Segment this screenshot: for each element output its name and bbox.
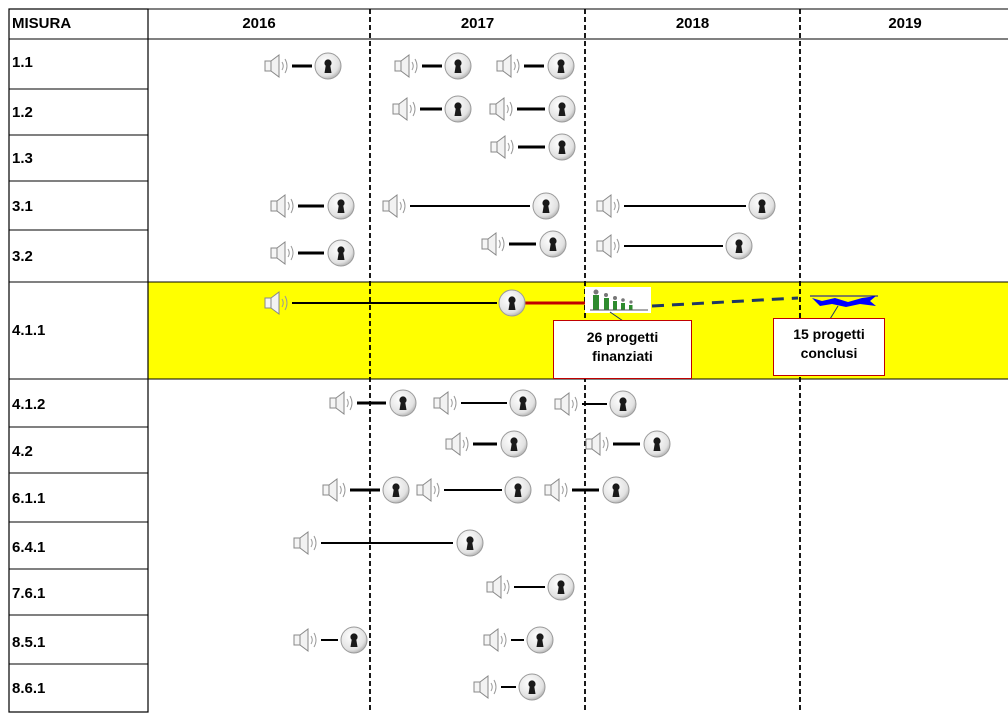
people-growth-icon [585,287,651,313]
row-7-6-1-timeline [487,574,574,600]
row-label-8-6-1: 8.6.1 [12,680,142,697]
keyhole-lock-icon [315,53,341,79]
row-label-4-1-2: 4.1.2 [12,396,142,413]
keyhole-lock-icon [644,431,670,457]
row-1-2-timeline [393,96,575,122]
keyhole-lock-icon [328,240,354,266]
megaphone-icon [271,195,293,217]
megaphone-icon [323,479,345,501]
megaphone-icon [497,55,519,77]
header-year-2019: 2019 [802,9,1008,38]
keyhole-lock-icon [549,96,575,122]
keyhole-lock-icon [548,53,574,79]
megaphone-icon [597,235,619,257]
row-4-1-2-timeline [330,390,636,417]
keyhole-lock-icon [749,193,775,219]
megaphone-icon [474,676,496,698]
row-label-3-1: 3.1 [12,198,142,215]
keyhole-lock-icon [527,627,553,653]
megaphone-icon [490,98,512,120]
megaphone-icon [395,55,417,77]
header-year-2018: 2018 [587,9,798,38]
keyhole-lock-icon [610,391,636,417]
row-label-8-5-1: 8.5.1 [12,634,142,651]
callout-funded-projects: 26 progetti finanziati [553,320,692,379]
keyhole-lock-icon [457,530,483,556]
row-label-1-2: 1.2 [12,104,142,121]
megaphone-icon [545,479,567,501]
header-year-2016: 2016 [150,9,368,38]
row-label-6-4-1: 6.4.1 [12,539,142,556]
keyhole-lock-icon [505,477,531,503]
row-label-1-1: 1.1 [12,54,142,71]
row-4-2-timeline [446,431,670,457]
megaphone-icon [484,629,506,651]
keyhole-lock-icon [445,96,471,122]
megaphone-icon [487,576,509,598]
row-1-3-timeline [491,134,575,160]
row-label-7-6-1: 7.6.1 [12,585,142,602]
row-3-2-timeline [271,231,752,266]
row-8-5-1-timeline [294,627,553,653]
row-label-6-1-1: 6.1.1 [12,490,142,507]
keyhole-lock-icon [341,627,367,653]
megaphone-icon [482,233,504,255]
keyhole-lock-icon [533,193,559,219]
keyhole-lock-icon [548,574,574,600]
keyhole-lock-icon [383,477,409,503]
header-misura: MISURA [10,9,150,38]
callout-completed-projects: 15 progetti conclusi [773,318,885,376]
megaphone-icon [330,392,352,414]
row-label-3-2: 3.2 [12,248,142,265]
megaphone-icon [446,433,468,455]
keyhole-lock-icon [726,233,752,259]
row-1-1-timeline [265,53,574,79]
megaphone-icon [393,98,415,120]
megaphone-icon [265,55,287,77]
row-6-1-1-timeline [323,477,629,503]
megaphone-icon [294,629,316,651]
header-year-2017: 2017 [372,9,583,38]
row-8-6-1-timeline [474,674,545,700]
megaphone-icon [555,393,577,415]
megaphone-icon [434,392,456,414]
keyhole-lock-icon [603,477,629,503]
keyhole-lock-icon [519,674,545,700]
row-label-4-2: 4.2 [12,443,142,460]
megaphone-icon [383,195,405,217]
keyhole-lock-icon [549,134,575,160]
megaphone-icon [586,433,608,455]
keyhole-lock-icon [499,290,525,316]
keyhole-lock-icon [510,390,536,416]
keyhole-lock-icon [328,193,354,219]
megaphone-icon [294,532,316,554]
row-label-4-1-1: 4.1.1 [12,322,142,339]
megaphone-icon [417,479,439,501]
keyhole-lock-icon [540,231,566,257]
megaphone-icon [271,242,293,264]
row-3-1-timeline [271,193,775,219]
row-label-1-3: 1.3 [12,150,142,167]
megaphone-icon [597,195,619,217]
keyhole-lock-icon [445,53,471,79]
keyhole-lock-icon [501,431,527,457]
megaphone-icon [491,136,513,158]
keyhole-lock-icon [390,390,416,416]
row-6-4-1-timeline [294,530,483,556]
